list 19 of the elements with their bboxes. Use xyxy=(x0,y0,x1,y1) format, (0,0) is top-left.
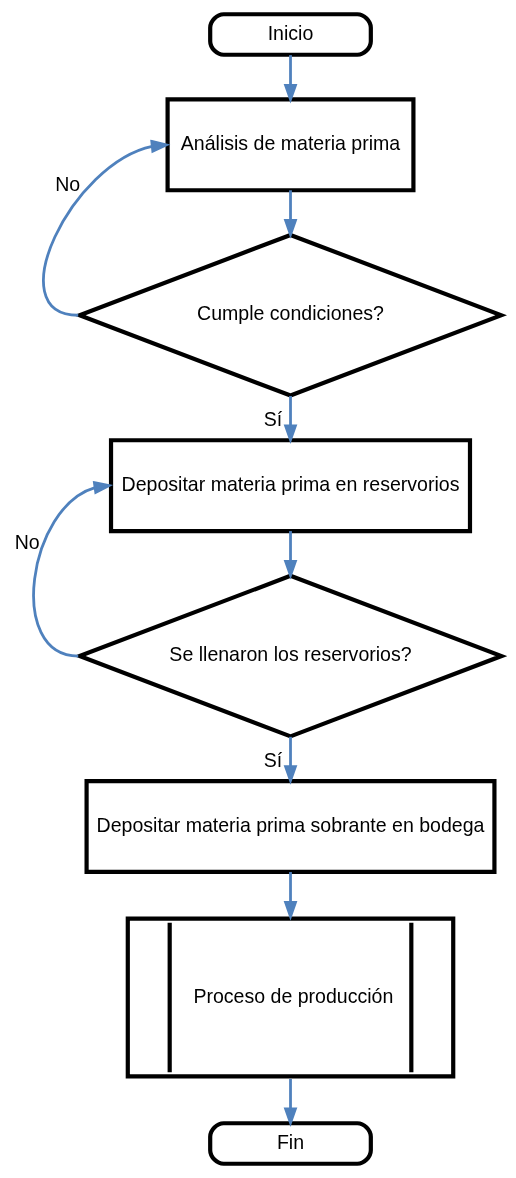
edge-label: Sí xyxy=(263,749,283,772)
arrow xyxy=(283,872,298,921)
node-box: Análisis de materia prima xyxy=(165,97,416,193)
edge-label: No xyxy=(14,531,40,554)
arrow xyxy=(42,139,171,317)
node-box: Inicio xyxy=(208,12,373,57)
node-box: Depositar materia prima sobrante en bodega xyxy=(84,778,497,874)
node-box: Depositar materia prima en reservorios xyxy=(108,438,473,534)
edge-label: Sí xyxy=(263,408,283,431)
node-box: Proceso de producción xyxy=(125,916,456,1079)
arrow xyxy=(283,396,298,445)
arrow xyxy=(32,480,114,658)
arrow xyxy=(283,531,298,580)
arrow xyxy=(283,55,298,104)
node-box: Fin xyxy=(208,1121,373,1166)
arrow xyxy=(283,190,298,239)
arrow xyxy=(283,736,298,785)
arrow xyxy=(283,1078,298,1128)
edge-label: No xyxy=(55,173,81,196)
